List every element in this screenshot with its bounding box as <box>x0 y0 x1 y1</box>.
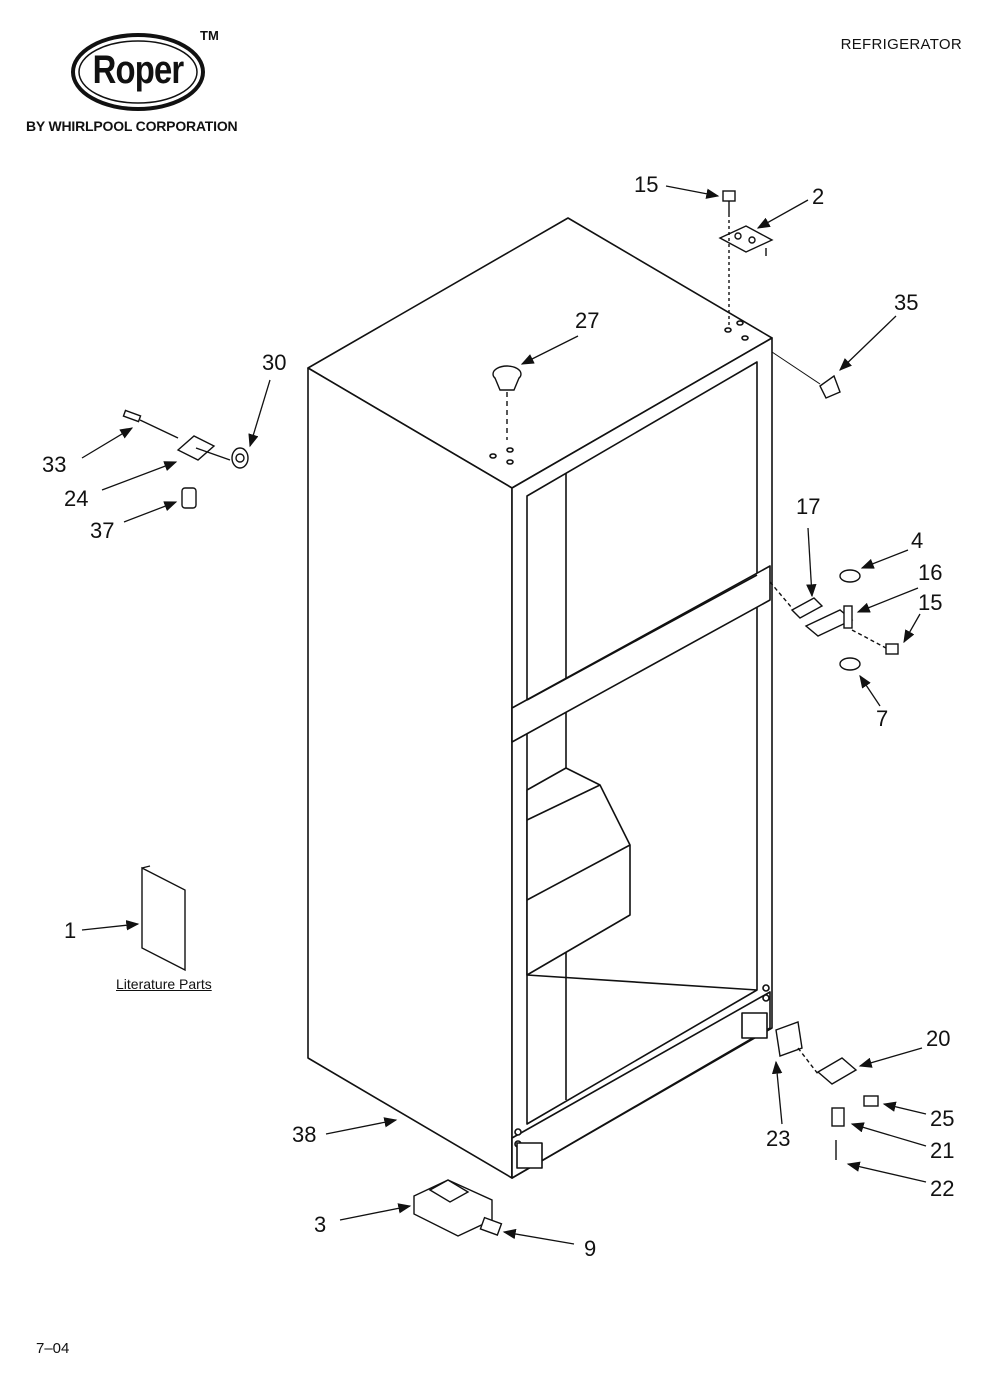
callout-3: 3 <box>314 1212 326 1237</box>
callout-21: 21 <box>930 1138 954 1163</box>
callout-37: 37 <box>90 518 114 543</box>
literature-parts-label: Literature Parts <box>116 976 212 992</box>
callout-23: 23 <box>766 1126 790 1151</box>
callout-25: 25 <box>930 1106 954 1131</box>
callout-16: 16 <box>918 560 942 585</box>
callout-38: 38 <box>292 1122 316 1147</box>
callout-1: 1 <box>64 918 76 943</box>
callout-24: 24 <box>64 486 88 511</box>
callout-27: 27 <box>575 308 599 333</box>
callout-9: 9 <box>584 1236 596 1261</box>
callout-15-mid: 15 <box>918 590 942 615</box>
parts <box>122 190 899 1237</box>
cabinet <box>307 217 773 1179</box>
brand-byline: BY WHIRLPOOL CORPORATION <box>26 118 238 134</box>
callout-7: 7 <box>876 706 888 731</box>
brand-logo-oval <box>71 33 205 111</box>
revision-code: 7–04 <box>36 1340 70 1357</box>
callout-35: 35 <box>894 290 918 315</box>
document-title: REFRIGERATOR <box>840 36 962 53</box>
brand-logo: Roper <box>92 48 184 92</box>
callout-20: 20 <box>926 1026 950 1051</box>
callout-17: 17 <box>796 494 820 519</box>
callout-15-top: 15 <box>634 172 658 197</box>
callout-30: 30 <box>262 350 286 375</box>
leader-lines <box>81 185 927 1245</box>
callout-4: 4 <box>911 528 923 553</box>
callout-33: 33 <box>42 452 66 477</box>
callout-2: 2 <box>812 184 824 209</box>
trademark-mark: TM <box>200 28 219 43</box>
callout-labels: 15 2 35 27 30 33 24 37 17 4 16 15 7 1 20… <box>42 172 954 1261</box>
callout-22: 22 <box>930 1176 954 1201</box>
